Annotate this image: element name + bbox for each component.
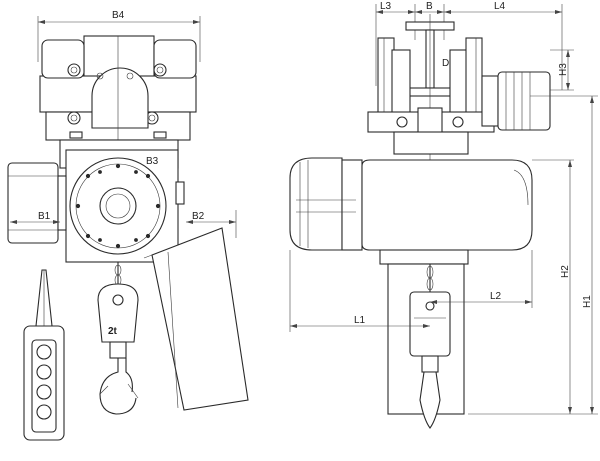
hoist-body: B3 [59, 139, 185, 263]
dimension-h3: H3 [550, 49, 574, 91]
label-h1: H1 [582, 295, 593, 308]
dimension-b1: B1 [10, 211, 60, 224]
label-b4: B4 [112, 10, 125, 21]
chain-bag [143, 227, 249, 411]
hook-side [387, 263, 465, 429]
dimension-b2: B2 [186, 210, 237, 238]
label-l1: L1 [354, 315, 366, 326]
label-h2: H2 [560, 265, 571, 278]
label-b1: B1 [38, 211, 51, 222]
hook-block: 2t [97, 262, 139, 415]
dimensions-vertical: H2 H1 [468, 95, 598, 415]
label-b: B [426, 1, 433, 12]
label-l2: L2 [490, 291, 502, 302]
motor-left [7, 162, 67, 244]
hoist-main-body [289, 157, 533, 265]
front-view: B4 [7, 10, 249, 441]
trolley-frame [39, 35, 197, 141]
label-b2: B2 [192, 211, 205, 222]
dimension-b4: B4 [37, 10, 201, 62]
label-h3: H3 [558, 63, 569, 76]
side-view: L3 B L4 D [289, 1, 598, 429]
label-l4: L4 [494, 1, 506, 12]
trolley-side: D [367, 37, 495, 155]
label-b3: B3 [146, 156, 159, 167]
pendant-control [23, 269, 65, 441]
label-d: D [442, 58, 449, 69]
trolley-motor [481, 71, 551, 131]
capacity-mark: 2t [108, 326, 118, 337]
label-l3: L3 [380, 1, 392, 12]
dimensions-bottom: L1 L2 [289, 250, 533, 332]
